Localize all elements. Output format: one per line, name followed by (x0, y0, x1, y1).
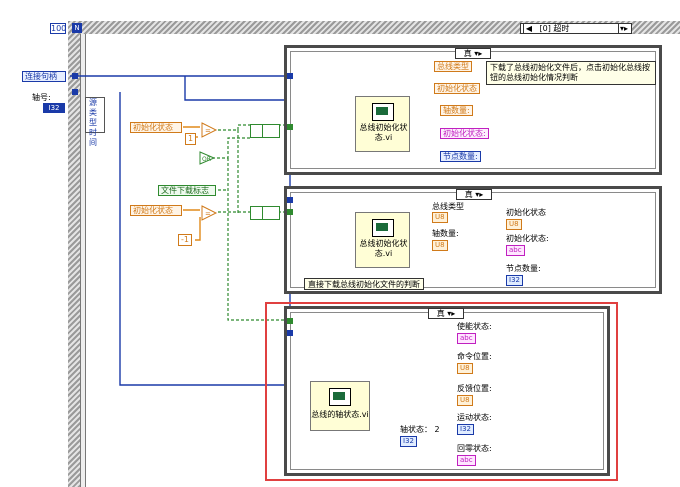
bus-init-status-vi-2[interactable]: 总线初始化状态.vi (355, 212, 410, 268)
enable-state-indicator: abc (457, 333, 476, 344)
file-download-flag-label: 文件下载标志 (161, 186, 209, 195)
select-node-4 (262, 206, 280, 220)
axis-state-indicator: I32 (400, 436, 417, 447)
feedback-position-indicator: U8 (457, 395, 473, 406)
constant-minus-one[interactable]: -1 (178, 234, 192, 246)
constant-one[interactable]: 1 (185, 133, 197, 145)
case-structure-2 (284, 186, 662, 294)
vi-icon (371, 219, 394, 237)
case-2-bus-type-label: 总线类型 (432, 202, 464, 211)
inner-frame-column (80, 34, 86, 487)
tunnel-case-1-bool (287, 124, 293, 130)
error-cluster[interactable]: 源 类型 时间 (85, 97, 105, 147)
loop-count-constant[interactable]: 100 (50, 23, 67, 34)
select-node-2 (262, 124, 280, 138)
case-1-node-count[interactable]: 节点数量: (440, 151, 481, 162)
axis-state-text: 轴状态： (400, 425, 432, 434)
cluster-type: 类型 (89, 108, 97, 127)
tunnel-case-2-in (287, 197, 293, 203)
case-1-init-status-str[interactable]: 初始化状态: (440, 128, 489, 139)
tunnel-case-2-bool (287, 209, 293, 215)
outer-case-label: [0] 超时 (539, 24, 570, 33)
highlight-box (265, 302, 618, 481)
vi-icon (329, 388, 351, 406)
case-1-axis-count-label: 轴数量: (443, 106, 470, 115)
command-position-indicator: U8 (457, 363, 473, 374)
cluster-source: 源 (89, 98, 97, 107)
bus-init-status-vi-1[interactable]: 总线初始化状态.vi (355, 96, 410, 152)
tunnel-left-1 (72, 73, 78, 79)
case-2-comment: 直接下载总线初始化文件的判断 (304, 278, 424, 290)
case-2-bus-type-indicator: U8 (432, 212, 448, 223)
file-download-flag-local[interactable]: 文件下载标志 (158, 185, 216, 196)
case-1-init-status[interactable]: 初始化状态 (434, 83, 480, 94)
case-1-comment: 下载了总线初始化文件后，点击初始化总线按钮的总线初始化情况判断 (486, 61, 656, 85)
axis-control[interactable]: I32 (43, 103, 65, 113)
case-1-node-count-label: 节点数量: (443, 152, 478, 161)
enable-state-label: 使能状态: (457, 322, 492, 331)
command-position-label: 命令位置: (457, 352, 492, 361)
tunnel-case-1-in (287, 73, 293, 79)
case-1-init-status-label: 初始化状态 (437, 84, 477, 93)
tunnel-case-3-bool (287, 318, 293, 324)
case-1-init-status-str-label: 初始化状态: (443, 129, 486, 138)
feedback-position-label: 反馈位置: (457, 384, 492, 393)
case-2-selector-label: 真 (464, 190, 473, 199)
homing-state-indicator: abc (457, 455, 476, 466)
case-2-inner (290, 192, 656, 288)
connect-handle-control[interactable]: 连接句柄 (22, 71, 66, 82)
axis-label: 轴号: (32, 93, 51, 102)
case-2-axis-count-label: 轴数量: (432, 229, 459, 238)
case-1-selector[interactable]: 真 ▾▸ (455, 48, 491, 59)
case-3-selector[interactable]: 真 ▾▸ (428, 308, 464, 319)
init-status-local-2-label: 初始化状态 (133, 206, 173, 215)
case-1-bus-type-label: 总线类型 (437, 62, 469, 71)
tunnel-case-3-in (287, 330, 293, 336)
case-1-selector-label: 真 (463, 49, 472, 58)
motion-state-label: 运动状态: (457, 413, 492, 422)
init-status-local-1-label: 初始化状态 (133, 123, 173, 132)
loop-count-terminal[interactable]: N (72, 23, 82, 33)
cluster-time: 时间 (89, 128, 97, 147)
case-2-init-status-str-label: 初始化状态: (506, 234, 549, 243)
vi-3-name: 总线的轴状态.vi (311, 410, 369, 419)
init-status-local-1[interactable]: 初始化状态 (130, 122, 182, 133)
axis-state-label: 轴状态： 2 (400, 425, 440, 435)
homing-state-label: 回零状态: (457, 444, 492, 453)
bus-axis-status-vi[interactable]: 总线的轴状态.vi (310, 381, 370, 431)
tunnel-left-2 (72, 89, 78, 95)
case-2-selector[interactable]: 真 ▾▸ (456, 189, 492, 200)
case-2-node-count-label: 节点数量: (506, 264, 541, 273)
chevron-down-icon[interactable]: ▾▸ (618, 24, 629, 34)
axis-state-index: 2 (434, 425, 440, 434)
init-status-local-2[interactable]: 初始化状态 (130, 205, 182, 216)
case-1-axis-count[interactable]: 轴数量: (440, 105, 473, 116)
vi-1-name: 总线初始化状态.vi (359, 123, 408, 142)
vi-2-name: 总线初始化状态.vi (359, 239, 408, 258)
motion-state-indicator: I32 (457, 424, 474, 435)
case-1-bus-type[interactable]: 总线类型 (434, 61, 472, 72)
case-2-axis-count-indicator: U8 (432, 240, 448, 251)
decrement-arrow[interactable]: ◀ (522, 24, 534, 34)
vi-icon (371, 103, 394, 121)
connect-handle-label: 连接句柄 (25, 72, 57, 81)
case-2-init-status-label: 初始化状态 (506, 208, 546, 217)
outer-case-selector[interactable]: ◀ [0] 超时 ▾▸ (520, 23, 632, 34)
case-3-selector-label: 真 (436, 309, 445, 318)
case-2-node-count-indicator: I32 (506, 275, 523, 286)
case-2-init-status-indicator: U8 (506, 219, 522, 230)
outer-loop-left-border (68, 21, 81, 487)
case-2-init-status-str-indicator: abc (506, 245, 525, 256)
